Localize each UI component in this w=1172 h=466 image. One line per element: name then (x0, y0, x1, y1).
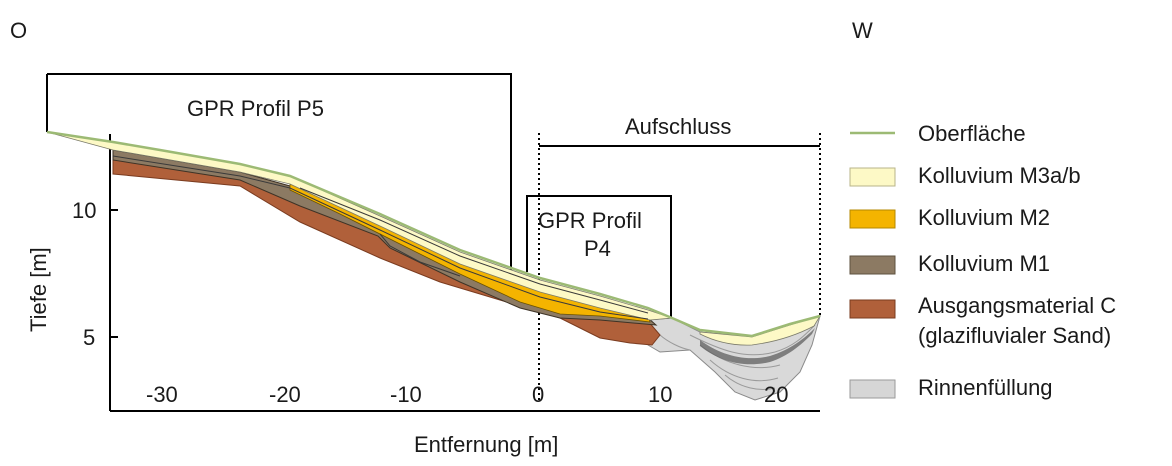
internal-layer-lines (112, 155, 649, 320)
x-tick-label-minus20: -20 (269, 382, 301, 407)
channel-dark-layers (700, 328, 815, 365)
direction-east-label: O (10, 18, 27, 43)
gpr-p4-label-line2: P4 (584, 236, 611, 261)
aufschluss-bracket (538, 133, 821, 400)
y-axis-label: Tiefe [m] (26, 247, 51, 332)
legend-swatch-m1 (849, 255, 896, 275)
channel-top-yellow (699, 315, 821, 346)
axes-frame (109, 134, 820, 412)
channel-fill-internal-lines (659, 324, 816, 390)
y-ticks (110, 209, 118, 338)
x-axis-label: Entfernung [m] (414, 432, 558, 457)
surface-line (46, 130, 821, 338)
x-tick-label-20: 20 (764, 382, 788, 407)
legend-label-m2: Kolluvium M2 (918, 205, 1050, 230)
gpr-p5-bracket (46, 73, 512, 278)
direction-west-label: W (852, 18, 873, 43)
legend-label-c-sub: (glazifluvialer Sand) (918, 323, 1111, 348)
legend-swatch-c (849, 299, 896, 319)
gpr-p4-label-line1: GPR Profil (538, 208, 642, 233)
legend-label-c: Ausgangsmaterial C (918, 293, 1116, 318)
legend-label-surface: Oberfläche (918, 121, 1026, 146)
legend: Oberfläche Kolluvium M3a/b Kolluvium M2 … (849, 121, 1116, 400)
legend-label-m1: Kolluvium M1 (918, 251, 1050, 276)
x-tick-label-minus30: -30 (146, 382, 178, 407)
x-tick-label-minus10: -10 (390, 382, 422, 407)
x-tick-label-10: 10 (648, 382, 672, 407)
legend-swatch-m3 (849, 167, 896, 187)
x-tick-label-0: 0 (532, 382, 544, 407)
gpr-p4-bracket (526, 195, 672, 318)
y-tick-label-10: 10 (72, 198, 96, 223)
aufschluss-label: Aufschluss (625, 114, 731, 139)
y-tick-label-5: 5 (83, 325, 95, 350)
legend-label-rinne: Rinnenfüllung (918, 375, 1053, 400)
legend-label-m3: Kolluvium M3a/b (918, 163, 1081, 188)
legend-swatch-rinne (849, 379, 896, 399)
legend-swatch-m2 (849, 209, 896, 229)
gpr-p5-label: GPR Profil P5 (187, 96, 324, 121)
